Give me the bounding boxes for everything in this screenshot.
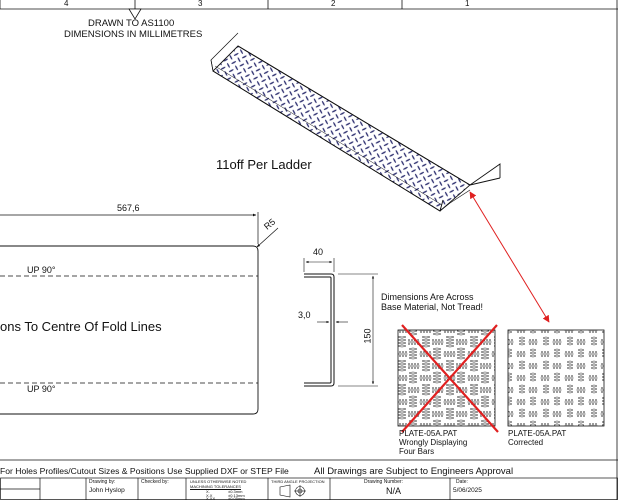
tolerance-row2-key: X.X	[206, 493, 213, 498]
fold-label-top: UP 90°	[25, 265, 58, 275]
swatch-wrong-caption-2: Wrongly Displaying	[399, 438, 468, 447]
drawn-by-value: John Hyslop	[89, 487, 125, 494]
fold-label-bottom: UP 90°	[25, 384, 58, 394]
length-dimension-text: 567,6	[117, 203, 140, 213]
pattern-note-line2: Base Material, Not Tread!	[381, 302, 484, 312]
tolerance-row3-value: ±0.05mm	[228, 496, 245, 501]
swatch-correct-caption-2: Corrected	[508, 438, 544, 447]
footer-note-right: All Drawings are Subject to Engineers Ap…	[314, 466, 514, 477]
pattern-note-line1: Dimensions Are Across	[381, 292, 474, 302]
section-dimensions	[303, 258, 378, 387]
zone-label-2: 2	[331, 0, 336, 8]
drawing-number-label: Drawing Number:	[364, 479, 403, 485]
tolerance-row3-key: X.XX	[206, 496, 216, 501]
fold-lines	[0, 275, 258, 384]
zone-label-3: 3	[198, 0, 203, 8]
quantity-note: 11off Per Ladder	[216, 157, 312, 172]
section-profile	[304, 273, 335, 387]
tread-to-swatch-arrow	[469, 191, 550, 323]
swatch-wrong-cross-icon	[401, 324, 499, 433]
tolerance-row2-value: ±0.13mm	[228, 493, 245, 498]
swatch-correct-caption-1: PLATE-05A.PAT	[508, 429, 567, 438]
tread-isometric-view	[210, 32, 501, 212]
flat-pattern-center-note: ons To Centre Of Fold Lines	[0, 319, 162, 334]
zone-label-4: 4	[64, 0, 69, 8]
footer-note-left: For Holes Profiles/Cutout Sizes & Positi…	[0, 466, 289, 476]
swatch-wrong-caption-1: PLATE-05A.PAT	[399, 429, 458, 438]
swatch-wrong-caption-3: Four Bars	[399, 447, 435, 456]
flat-pattern-outline	[0, 245, 259, 415]
third-angle-projection-icon	[279, 484, 306, 498]
tolerance-row1-key: X.	[206, 489, 210, 494]
height-dimension-text: 150	[362, 328, 373, 344]
centering-mark-icon	[128, 8, 142, 20]
swatch-correct	[507, 329, 605, 427]
date-value: 5/06/2025	[453, 487, 482, 494]
standard-note: DRAWN TO AS1100	[88, 18, 175, 29]
zone-label-1: 1	[465, 0, 470, 8]
date-label: Date:	[456, 479, 468, 485]
projection-label: THIRD ANGLE PROJECTION	[271, 479, 325, 484]
checked-by-label: Checked by:	[141, 479, 169, 485]
drawing-number-value: N/A	[386, 486, 402, 496]
units-note: DIMENSIONS IN MILLIMETRES	[64, 29, 203, 40]
thickness-dimension-text: 3,0	[298, 310, 311, 320]
tolerance-row1-value: ±0.3mm	[228, 489, 243, 494]
flange-dimension-text: 40	[313, 247, 324, 257]
tolerance-subtitle: MACHINING TOLERANCES	[190, 484, 241, 489]
radius-leader-line	[256, 227, 279, 248]
drawn-by-label: Drawing by:	[89, 479, 116, 485]
tolerance-title: UNLESS OTHERWISE NOTED	[190, 479, 247, 484]
length-dimension-line	[0, 212, 259, 244]
